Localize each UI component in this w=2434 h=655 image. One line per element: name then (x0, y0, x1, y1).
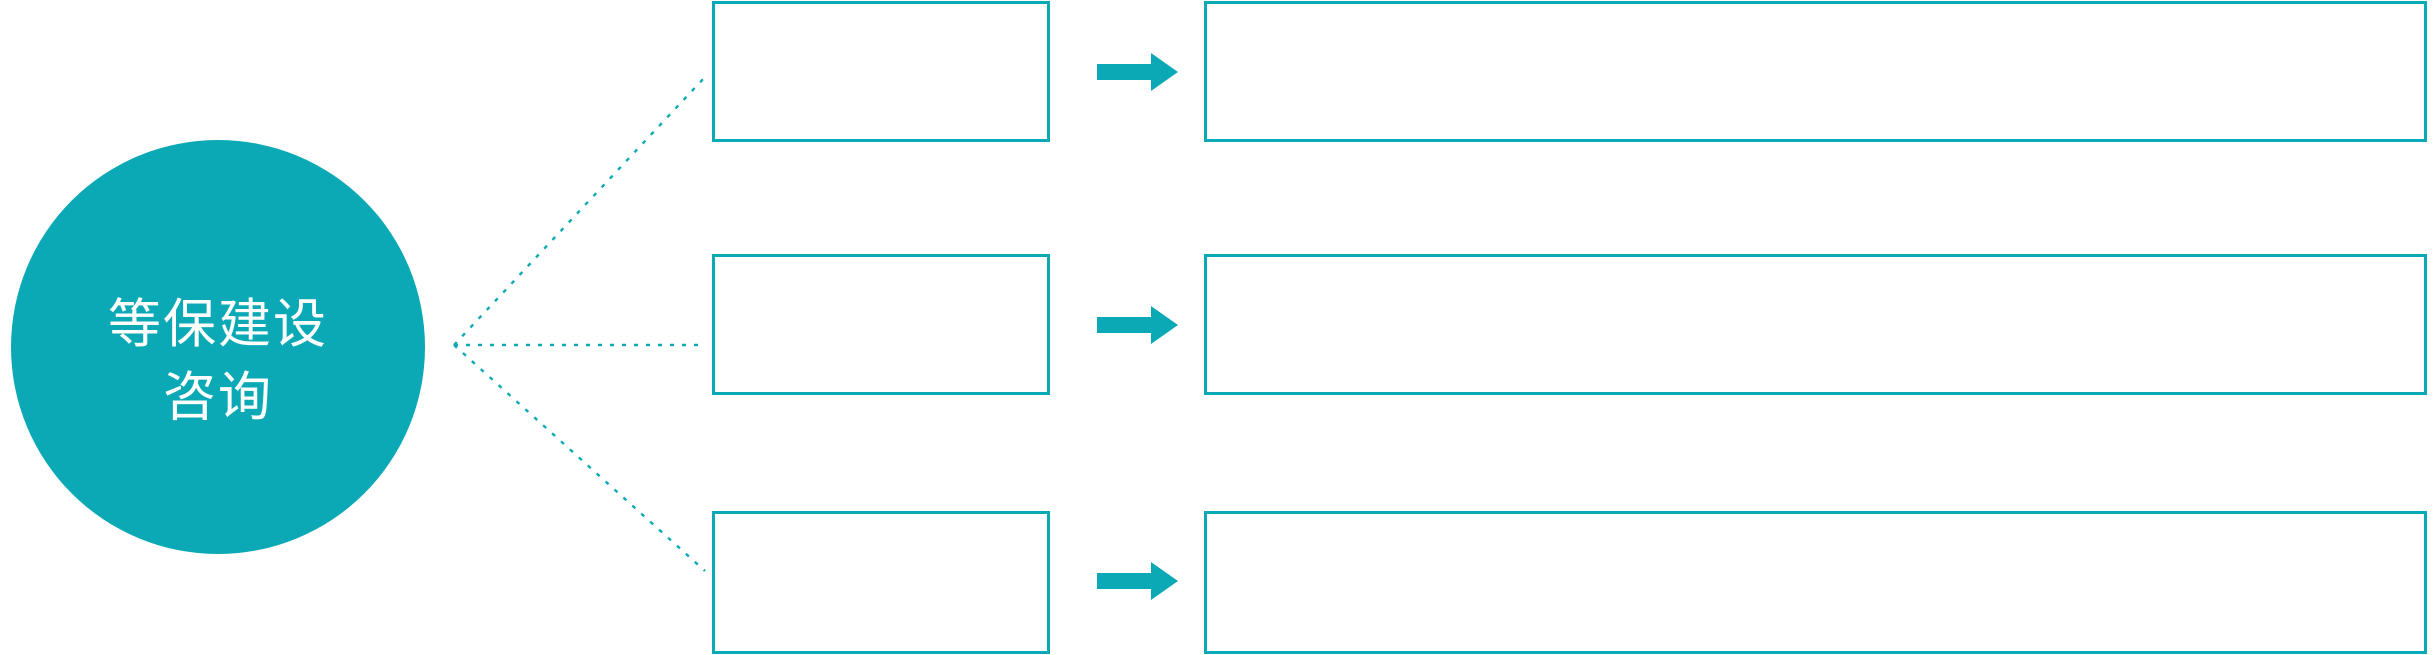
right-box-1 (1204, 1, 2427, 142)
arrow-right-icon (1097, 306, 1178, 344)
right-box-2 (1204, 254, 2427, 395)
root-node-label-line2: 咨询 (163, 368, 273, 427)
root-node-label: 等保建设 咨询 (108, 260, 328, 434)
right-box-3 (1204, 511, 2427, 654)
arrow-right-icon (1097, 562, 1178, 600)
arrow-right-icon (1097, 53, 1178, 91)
middle-box-1 (712, 1, 1050, 142)
middle-box-2 (712, 254, 1050, 395)
root-node-circle: 等保建设 咨询 (11, 140, 425, 554)
root-node-label-line1: 等保建设 (108, 294, 328, 354)
middle-box-3 (712, 511, 1050, 654)
connector-line-bottom (453, 344, 706, 572)
connector-line-top (453, 76, 706, 346)
